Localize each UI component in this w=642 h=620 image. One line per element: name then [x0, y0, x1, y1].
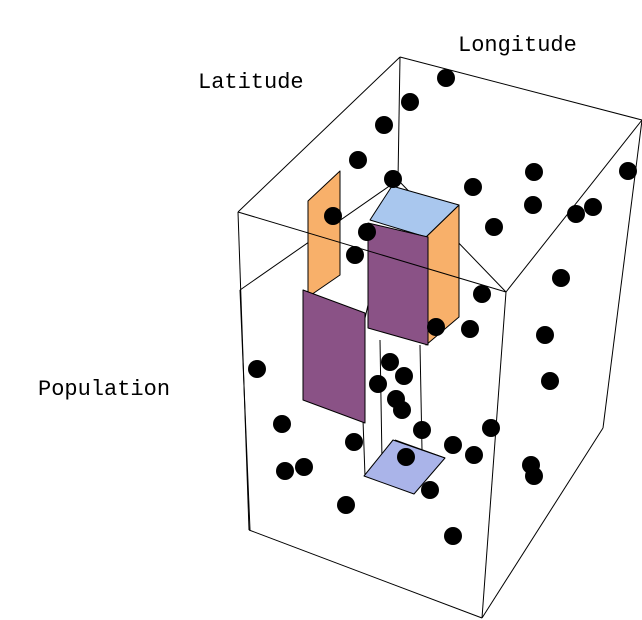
region-edge [362, 419, 366, 477]
data-point [324, 207, 342, 225]
bar-face-bottom-lavender [363, 439, 446, 495]
data-point [248, 360, 266, 378]
data-point [413, 421, 431, 439]
data-point [337, 496, 355, 514]
data-point [397, 448, 415, 466]
data-point [345, 433, 363, 451]
box-edge [237, 211, 250, 531]
box-edge [248, 529, 483, 619]
data-point [444, 527, 462, 545]
region-edge [379, 339, 383, 461]
data-point [584, 198, 602, 216]
data-point [276, 462, 294, 480]
data-point [524, 196, 542, 214]
z-axis-label: Population [38, 377, 170, 402]
data-point [437, 69, 455, 87]
data-point [485, 218, 503, 236]
y-axis-label: Longitude [458, 33, 577, 58]
data-point [464, 178, 482, 196]
data-point [295, 458, 313, 476]
histogram-bars [302, 170, 460, 495]
data-point [444, 436, 462, 454]
box-edge [237, 56, 401, 213]
data-point [393, 401, 411, 419]
bar-face-purple [367, 222, 429, 346]
data-point [525, 467, 543, 485]
data-point [473, 285, 491, 303]
box-edge [481, 291, 507, 619]
data-point [395, 367, 413, 385]
x-axis-label: Latitude [198, 70, 304, 95]
box-edge [399, 56, 642, 121]
box-edge [237, 211, 507, 293]
data-point [427, 318, 445, 336]
data-point [421, 481, 439, 499]
box-front-edges [237, 56, 642, 619]
data-point [401, 93, 419, 111]
data-point [482, 419, 500, 437]
box-edge [481, 427, 604, 619]
data-point [536, 326, 554, 344]
data-point [358, 223, 376, 241]
data-point [541, 372, 559, 390]
data-point [461, 320, 479, 338]
bar-face-top-blue [369, 185, 460, 238]
data-point [273, 415, 291, 433]
bar-face-purple [302, 289, 366, 424]
data-point [552, 269, 570, 287]
data-point [381, 353, 399, 371]
data-point [346, 246, 364, 264]
bar-face-orange [307, 170, 341, 298]
box-edge [397, 56, 401, 181]
data-point [525, 163, 543, 181]
data-point [375, 116, 393, 134]
data-points [248, 69, 637, 545]
data-point [567, 205, 585, 223]
data-point [349, 151, 367, 169]
data-point [384, 170, 402, 188]
data-point [619, 162, 637, 180]
data-point [465, 446, 483, 464]
data-point [369, 375, 387, 393]
